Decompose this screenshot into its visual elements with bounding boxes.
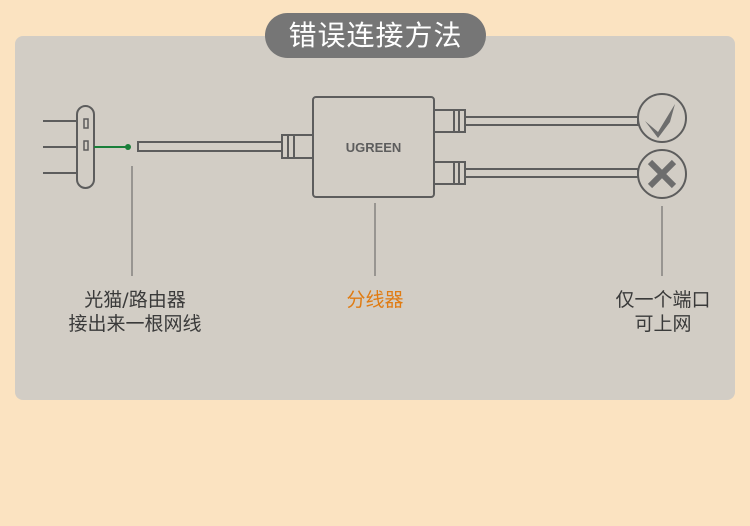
input-cable (137, 134, 314, 159)
output-cable-top (433, 109, 639, 133)
result-label: 仅一个端口 可上网 (598, 288, 728, 336)
source-label-line2: 接出来一根网线 (68, 313, 202, 335)
cross-icon (637, 149, 687, 199)
check-icon (637, 93, 687, 143)
page-title: 错误连接方法 (265, 13, 486, 58)
brand-logo: UGREEN (346, 140, 402, 155)
splitter-device: UGREEN (312, 96, 435, 198)
source-label-line1: 光猫/路由器 (84, 289, 186, 311)
splitter-label: 分线器 (346, 289, 404, 311)
result-label-line2: 可上网 (634, 313, 692, 335)
leader-lines (131, 166, 663, 276)
router-icon (43, 105, 95, 189)
result-label-line1: 仅一个端口 (615, 289, 711, 311)
source-label: 光猫/路由器 接出来一根网线 (45, 288, 225, 336)
output-cable-bottom (433, 161, 639, 185)
green-connection-point (94, 144, 131, 150)
